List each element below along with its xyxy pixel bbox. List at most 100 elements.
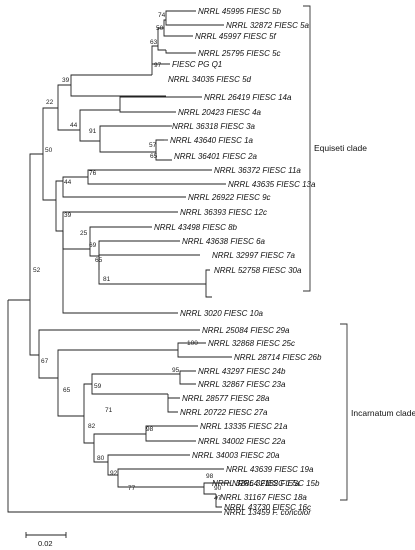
bootstrap-value: 44 [70, 122, 78, 129]
branch-50b [55, 180, 63, 232]
taxon-label: NRRL 32864 FIESC 17a [212, 479, 300, 488]
bootstrap-value: 65 [63, 387, 71, 394]
branch-74 [165, 10, 224, 26]
incarnatum-stem [38, 329, 200, 379]
branch-63 [157, 27, 166, 51]
taxon-label: NRRL 34035 FIESC 5d [168, 75, 252, 84]
taxon-label: NRRL 52758 FIESC 30a [214, 266, 302, 275]
taxon-label: NRRL 34002 FIESC 22a [198, 437, 286, 446]
branch-5c [165, 50, 196, 54]
root-stem [7, 300, 222, 513]
bootstrap-values: 74 50 63 97 39 22 44 91 57 65 76 44 39 2… [33, 12, 222, 502]
bootstrap-value: 69 [89, 242, 97, 249]
bootstrap-value: 90 [214, 485, 222, 492]
taxon-label: NRRL 43498 FIESC 8b [154, 223, 238, 232]
branch-81 [205, 269, 212, 298]
taxon-label: NRRL 32182 FIESC 15b [232, 479, 320, 488]
equiseti-clade-label: Equiseti clade [314, 143, 367, 153]
branch-100 [177, 342, 232, 358]
bootstrap-value: 47 [214, 495, 222, 502]
taxon-label: NRRL 36372 FIESC 11a [214, 166, 301, 175]
bootstrap-value: 80 [97, 455, 105, 462]
bootstrap-value: 77 [128, 485, 136, 492]
taxon-label: NRRL 36401 FIESC 2a [174, 152, 258, 161]
taxon-label: NRRL 3020 FIESC 10a [180, 309, 264, 318]
bootstrap-value: 98 [146, 426, 154, 433]
bootstrap-value: 65 [95, 257, 103, 264]
branch-98b [203, 482, 216, 495]
branch-22 [57, 84, 80, 131]
bootstrap-value: 71 [105, 407, 113, 414]
branch-4a [119, 110, 176, 113]
taxon-label: NRRL 43640 FIESC 1a [170, 136, 254, 145]
taxon-label: NRRL 13335 FIESC 21a [200, 422, 288, 431]
branch-25 [89, 226, 152, 257]
taxon-label: NRRL 45995 FIESC 5b [198, 7, 282, 16]
bootstrap-value: 59 [94, 383, 102, 390]
bootstrap-value: 98 [206, 473, 214, 480]
scale-bar-label: 0.02 [38, 539, 53, 548]
branch-98a [145, 425, 198, 442]
branch-65a [98, 240, 206, 285]
taxon-labels: NRRL 45995 FIESC 5b NRRL 32872 FIESC 5a … [154, 7, 322, 517]
taxon-label: NRRL 36318 FIESC 3a [172, 122, 256, 131]
taxon-label: NRRL 43638 FIESC 6a [182, 237, 266, 246]
scale-bar-line [25, 532, 67, 538]
taxon-label: NRRL 32867 FIESC 23a [198, 380, 286, 389]
taxon-label: NRRL 26419 FIESC 14a [204, 93, 292, 102]
taxon-label: NRRL 34003 FIESC 20a [192, 451, 280, 460]
branch-80 [93, 433, 146, 463]
branch-44b [62, 176, 186, 198]
branch-77 [117, 468, 224, 488]
taxon-label: NRRL 32997 FIESC 7a [212, 251, 296, 260]
incarnatum-clade-label: Incarnatum clade [351, 408, 415, 418]
taxon-label: NRRL 28714 FIESC 26b [234, 353, 322, 362]
taxon-label: NRRL 45997 FIESC 5f [195, 32, 277, 41]
bootstrap-value: 39 [62, 77, 70, 84]
bootstrap-value: 91 [89, 128, 97, 135]
taxon-label: NRRL 26922 FIESC 9c [188, 193, 271, 202]
bootstrap-value: 95 [172, 367, 180, 374]
bootstrap-value: 39 [64, 212, 72, 219]
branch-39 [70, 74, 166, 97]
taxon-label: NRRL 43639 FIESC 19a [226, 465, 314, 474]
bootstrap-value: 50 [45, 147, 53, 154]
taxon-label: NRRL 43297 FIESC 24b [198, 367, 286, 376]
taxon-label: NRRL 31167 FIESC 18a [220, 493, 307, 502]
branch-14a [119, 96, 202, 110]
clade-brackets: Equiseti clade Incarnatum clade [303, 5, 415, 501]
branch-82 [83, 383, 94, 444]
branch-10a [62, 231, 178, 314]
bootstrap-value: 44 [64, 179, 72, 186]
scale-bar: 0.02 [25, 532, 67, 548]
branch-90 [212, 482, 230, 508]
taxon-label: NRRL 32868 FIESC 25c [208, 339, 295, 348]
branch-59 [91, 373, 180, 395]
taxon-label: NRRL 28577 FIESC 28a [182, 394, 270, 403]
bootstrap-value: 92 [110, 470, 118, 477]
taxon-label: NRRL 36393 FIESC 12c [180, 208, 267, 217]
equiseti-bracket [303, 5, 311, 292]
branch-92 [107, 454, 190, 476]
taxon-label: NRRL 25084 FIESC 29a [202, 326, 290, 335]
bootstrap-value: 76 [89, 170, 97, 177]
bootstrap-value: 52 [33, 267, 41, 274]
branch-50a [163, 19, 166, 37]
ingroup-stem [8, 153, 43, 356]
branch-65b [57, 349, 178, 417]
branch-57 [155, 139, 172, 161]
bootstrap-value: 65 [150, 153, 158, 160]
bootstrap-value: 25 [80, 230, 88, 237]
branch-76 [87, 169, 100, 185]
taxon-label: FIESC PG Q1 [172, 60, 222, 69]
taxon-label: NRRL 25795 FIESC 5c [198, 49, 281, 58]
bootstrap-value: 63 [150, 39, 158, 46]
bootstrap-value: 67 [41, 358, 49, 365]
equiseti-stem [42, 107, 58, 201]
bootstrap-value: 22 [46, 99, 54, 106]
taxon-label: NRRL 13459 F. concolor [224, 508, 311, 517]
bootstrap-value: 57 [149, 142, 157, 149]
branch-91 [99, 125, 170, 153]
taxon-label: NRRL 20423 FIESC 4a [178, 108, 262, 117]
